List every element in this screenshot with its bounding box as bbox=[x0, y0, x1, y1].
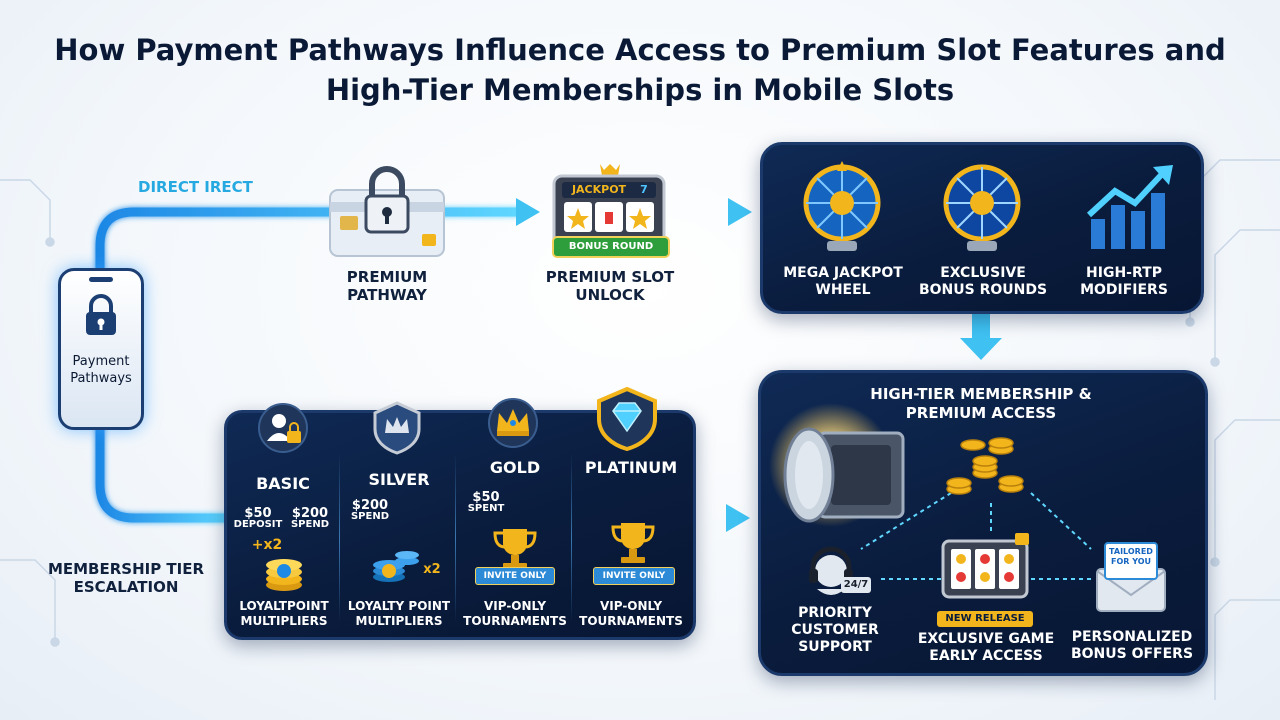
slot-machine-icon bbox=[552, 164, 666, 256]
basic-detail-b: $200 bbox=[291, 506, 329, 521]
tier-divider bbox=[455, 453, 456, 623]
lock-icon bbox=[86, 294, 116, 335]
gold-invite-ribbon: INVITE ONLY bbox=[475, 567, 555, 585]
basic-multiplier: +x2 bbox=[251, 537, 283, 553]
premium-slot-unlock-label: PREMIUM SLOT UNLOCK bbox=[545, 268, 675, 304]
tier-name-gold: GOLD bbox=[489, 458, 541, 477]
reel-digit: 7 bbox=[640, 183, 648, 196]
basic-detail-a-sub: DEPOSIT bbox=[233, 519, 283, 530]
platinum-benefit: VIP-ONLY TOURNAMENTS bbox=[579, 599, 683, 628]
platinum-invite-ribbon: INVITE ONLY bbox=[593, 567, 675, 585]
bonus-wheel-icon bbox=[943, 164, 1021, 251]
silver-coin-stack-icon bbox=[373, 551, 419, 582]
coin-stack-icon bbox=[266, 559, 302, 591]
platinum-trophy-icon bbox=[611, 523, 655, 563]
silver-detail-a-sub: SPEND bbox=[350, 511, 390, 522]
new-release-slot-icon bbox=[941, 533, 1029, 599]
page-title: How Payment Pathways Influence Access to… bbox=[54, 33, 1226, 107]
arrow-1 bbox=[516, 198, 540, 226]
membership-panel-title: HIGH-TIER MEMBERSHIP & PREMIUM ACCESS bbox=[870, 385, 1092, 422]
bottom-pipe bbox=[95, 419, 235, 523]
gold-trophy-icon bbox=[493, 529, 537, 569]
mega-jackpot-wheel-icon bbox=[803, 161, 881, 251]
silver-multiplier: x2 bbox=[423, 562, 441, 577]
feature-label-mega-jackpot: MEGA JACKPOT WHEEL bbox=[783, 265, 903, 298]
phone-label: Payment Pathways bbox=[70, 354, 132, 386]
support-24-7-badge: 24/7 bbox=[841, 577, 871, 593]
tier-name-platinum: PLATINUM bbox=[584, 458, 678, 477]
silver-benefit: LOYALTY POINT MULTIPLIERS bbox=[347, 599, 451, 628]
headset-icon bbox=[809, 546, 853, 595]
arrow-down bbox=[960, 312, 1002, 360]
priority-support-label: PRIORITY CUSTOMER SUPPORT bbox=[791, 605, 879, 655]
credit-card-lock-icon bbox=[329, 166, 445, 257]
membership-tiers-panel: BASIC $50 DEPOSIT $200 SPEND +x2 LOYALTP… bbox=[224, 387, 696, 640]
silver-detail-a: $200 bbox=[351, 498, 389, 513]
basic-detail-b-sub: SPEND bbox=[290, 519, 330, 530]
feature-label-bonus-rounds: EXCLUSIVE BONUS ROUNDS bbox=[918, 265, 1048, 298]
gold-benefit: VIP-ONLY TOURNAMENTS bbox=[463, 599, 567, 628]
premium-pathway-label: PREMIUM PATHWAY bbox=[346, 268, 428, 304]
direct-label: DIRECT IRECT bbox=[138, 178, 253, 196]
basic-detail-a: $50 bbox=[244, 506, 272, 521]
bonus-round-banner: BONUS ROUND bbox=[552, 236, 670, 258]
payment-pathways-phone[interactable]: Payment Pathways bbox=[58, 268, 144, 430]
gold-crown-icon bbox=[488, 398, 538, 448]
phone-notch bbox=[89, 277, 113, 282]
slot-machine[interactable]: JACKPOT 7 BONUS ROUND bbox=[550, 160, 670, 260]
basic-benefit: LOYALTPOINT MULTIPLIERS bbox=[239, 599, 329, 628]
envelope-offer-icon bbox=[1096, 542, 1166, 612]
gold-detail-a: $50 bbox=[472, 490, 500, 505]
arrow-3 bbox=[726, 504, 750, 532]
silver-crown-shield-icon bbox=[373, 401, 421, 455]
tier-name-basic: BASIC bbox=[256, 474, 310, 493]
new-release-banner: NEW RELEASE bbox=[937, 611, 1033, 627]
tier-divider bbox=[339, 453, 340, 623]
gold-detail-a-sub: SPENT bbox=[467, 503, 505, 514]
high-tier-membership-panel: HIGH-TIER MEMBERSHIP & PREMIUM ACCESS 24… bbox=[758, 370, 1208, 676]
early-access-label: EXCLUSIVE GAME EARLY ACCESS bbox=[917, 631, 1055, 664]
tier-divider bbox=[571, 453, 572, 623]
membership-tier-label: MEMBERSHIP TIER ESCALATION bbox=[47, 560, 205, 596]
rising-chart-icon bbox=[1086, 165, 1173, 249]
tier-name-silver: SILVER bbox=[368, 470, 430, 489]
feature-label-high-rtp: HIGH-RTP MODIFIERS bbox=[1080, 265, 1168, 298]
personalized-offers-label: PERSONALIZED BONUS OFFERS bbox=[1070, 629, 1194, 662]
user-lock-icon bbox=[258, 403, 308, 453]
gold-coins-icon bbox=[946, 437, 1024, 495]
vault-door-icon bbox=[783, 427, 905, 523]
tailored-card-text: TAILORED FOR YOU bbox=[1109, 547, 1153, 566]
top-pipe bbox=[95, 207, 525, 273]
premium-features-panel: MEGA JACKPOT WHEEL EXCLUSIVE BONUS ROUND… bbox=[760, 142, 1204, 314]
jackpot-screen-text: JACKPOT bbox=[571, 183, 627, 196]
arrow-2 bbox=[728, 198, 752, 226]
diamond-shield-icon bbox=[597, 387, 657, 451]
